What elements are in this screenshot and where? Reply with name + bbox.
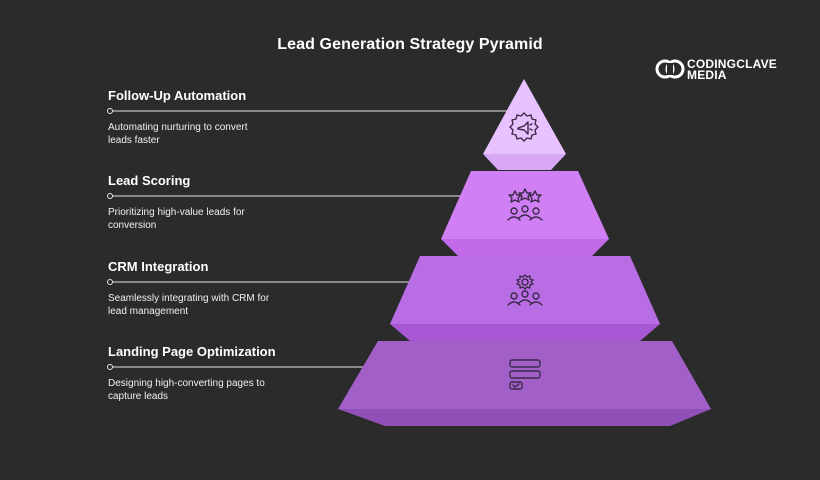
layer-3-title: CRM Integration — [108, 259, 209, 274]
layer-3-description: Seamlessly integrating with CRM for lead… — [108, 292, 308, 318]
layer-1-description-line-2: leads faster — [108, 135, 160, 146]
layer-2-description-line-1: Prioritizing high-value leads for — [108, 207, 245, 218]
form-checklist-icon — [509, 359, 541, 390]
layer-3-face — [390, 256, 660, 324]
layer-2-description-line-2: conversion — [108, 220, 157, 231]
layer-2-face — [441, 171, 609, 239]
layer-2-description: Prioritizing high-value leads for conver… — [108, 206, 308, 232]
connector-dot-3 — [107, 279, 113, 285]
layer-1-description: Automating nurturing to convert leads fa… — [108, 121, 308, 147]
layer-4-title: Landing Page Optimization — [108, 344, 276, 359]
pyramid-layer-2 — [441, 171, 609, 256]
pyramid-layer-3 — [390, 256, 660, 341]
gear-people-icon — [507, 274, 543, 306]
layer-2-base — [441, 239, 609, 256]
connector-lines — [107, 108, 508, 370]
logo-mark-icon — [655, 59, 685, 79]
logo-text-line2: MEDIA — [687, 68, 727, 82]
connector-dot-2 — [107, 193, 113, 199]
pyramid-layer-4 — [338, 341, 711, 426]
layer-1-base — [483, 154, 566, 170]
logo-text-line1: CODINGCLAVE — [687, 57, 777, 71]
layer-3-base — [390, 324, 660, 341]
layer-4-description: Designing high-converting pages to captu… — [108, 377, 308, 403]
layer-3-description-line-2: lead management — [108, 306, 189, 317]
megaphone-gear-icon — [509, 112, 539, 142]
layer-1-description-line-1: Automating nurturing to convert — [108, 122, 248, 133]
layer-4-description-line-2: capture leads — [108, 391, 169, 402]
connector-dot-1 — [107, 108, 113, 114]
connector-dot-4 — [107, 364, 113, 370]
layer-4-face — [338, 341, 711, 409]
layer-1-title: Follow-Up Automation — [108, 88, 247, 103]
layer-2-title: Lead Scoring — [108, 173, 191, 188]
pyramid-layer-1 — [483, 79, 566, 170]
layer-4-description-line-1: Designing high-converting pages to — [108, 378, 265, 389]
layer-4-base — [338, 409, 711, 426]
brand-logo: CODINGCLAVE MEDIA — [654, 56, 794, 82]
layer-3-description-line-1: Seamlessly integrating with CRM for — [108, 293, 270, 304]
page-title: Lead Generation Strategy Pyramid — [277, 36, 543, 53]
layer-1-face — [483, 79, 566, 154]
stars-people-icon — [507, 188, 543, 221]
